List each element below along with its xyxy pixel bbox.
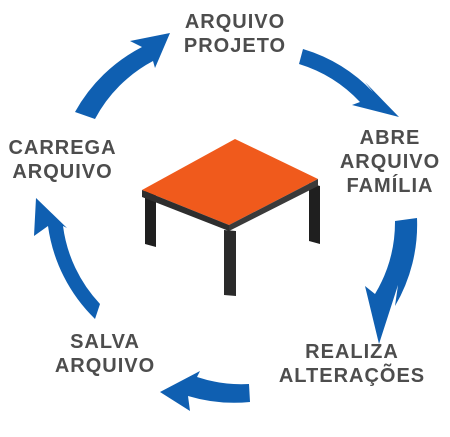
table-leg-front xyxy=(224,230,236,296)
step-label-realiza-alteracoes: REALIZA ALTERAÇÕES xyxy=(272,340,432,388)
step-label-line: ARQUIVO xyxy=(184,11,286,33)
arrow-salva-to-carrega xyxy=(34,198,100,319)
tabletop-edge-left xyxy=(142,190,229,231)
tabletop-edge-right xyxy=(229,179,318,231)
step-label-carrega-arquivo: CARREGA ARQUIVO xyxy=(0,136,125,184)
step-label-line: REALIZA xyxy=(305,341,399,363)
arrow-carrega-to-projeto xyxy=(75,33,170,119)
step-label-line: CARREGA xyxy=(8,137,117,159)
step-label-line: ARQUIVO xyxy=(12,161,113,183)
cycle-arrows xyxy=(34,33,418,411)
step-label-line: ARQUIVO xyxy=(339,151,441,173)
step-label-line: ABRE xyxy=(359,127,421,149)
arrow-alteracoes-to-salva xyxy=(160,371,250,411)
step-label-line: ALTERAÇÕES xyxy=(278,365,426,387)
step-label-abre-arquivo-familia: ABRE ARQUIVO FAMÍLIA xyxy=(330,126,450,198)
step-label-line: SALVA xyxy=(70,331,140,353)
table-leg-back-left xyxy=(145,190,156,247)
tabletop-top xyxy=(142,139,318,225)
step-label-arquivo-projeto: ARQUIVO PROJETO xyxy=(160,10,310,58)
step-label-line: FAMÍLIA xyxy=(346,175,434,197)
arrow-projeto-to-familia xyxy=(299,49,399,117)
table-leg-back-right xyxy=(309,183,320,244)
arrow-familia-to-alteracoes xyxy=(365,218,418,344)
step-label-line: PROJETO xyxy=(183,35,287,57)
step-label-salva-arquivo: SALVA ARQUIVO xyxy=(40,330,170,378)
table-icon xyxy=(142,139,320,296)
step-label-line: ARQUIVO xyxy=(54,355,156,377)
